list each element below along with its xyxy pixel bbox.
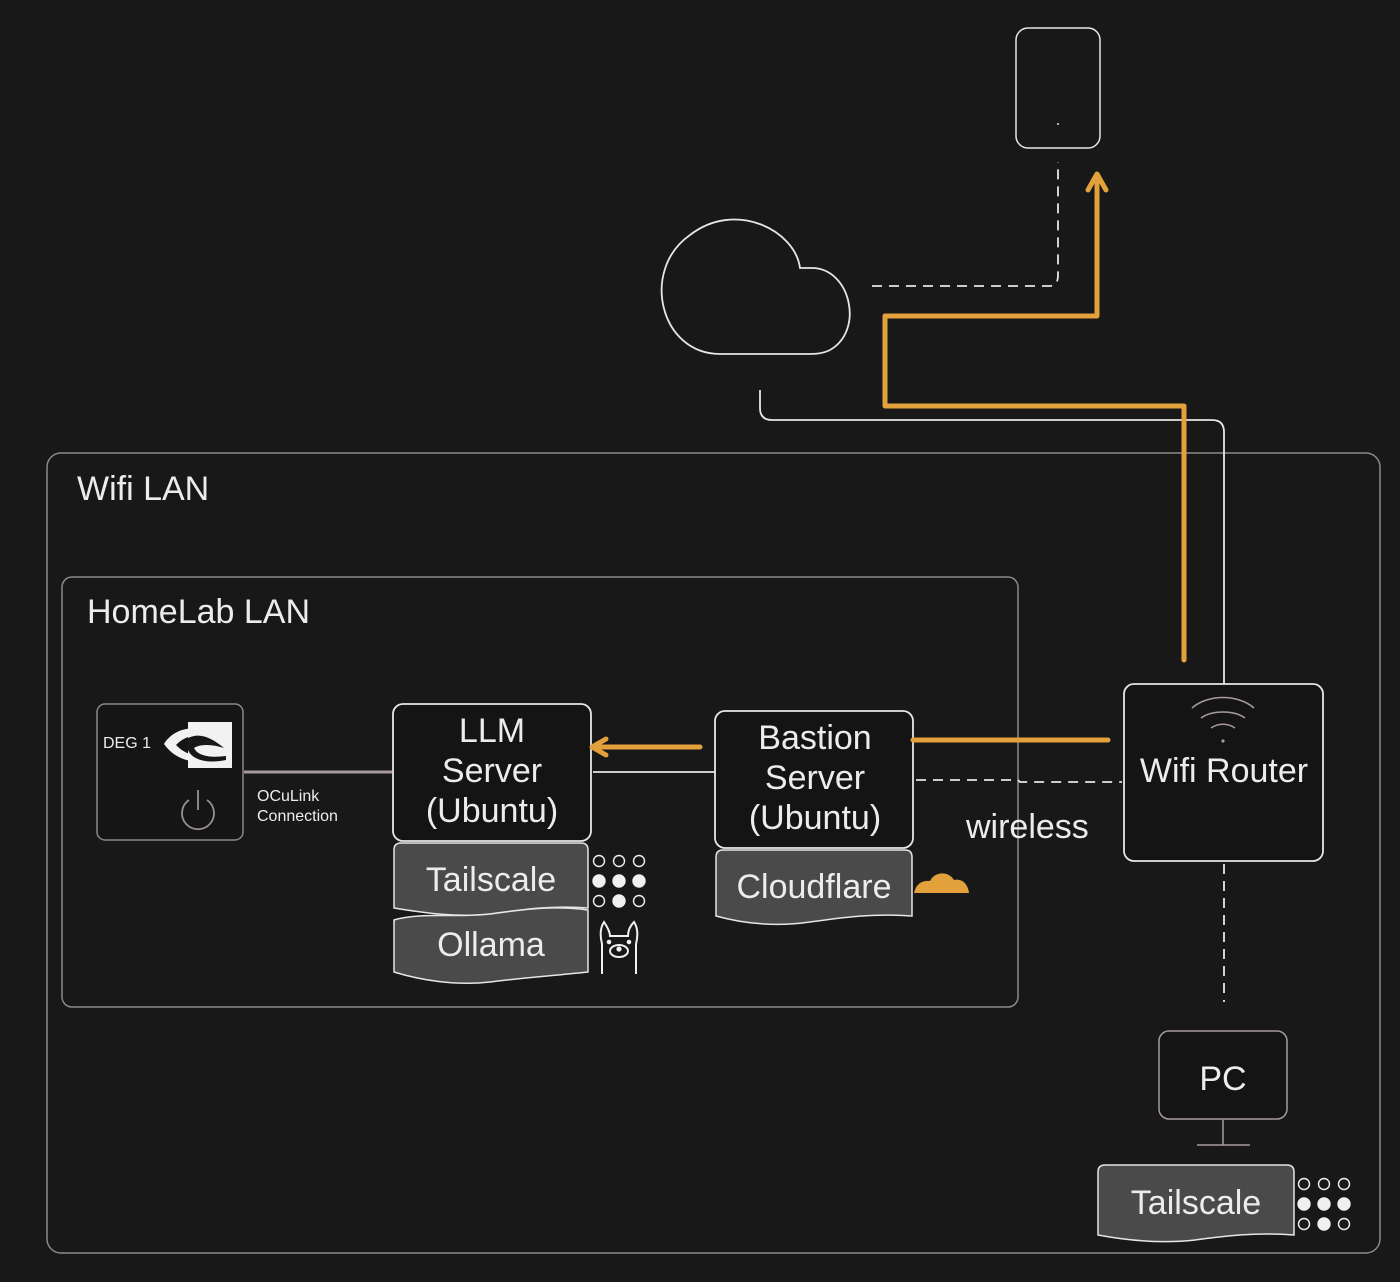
bastion-server-title-1: Bastion	[758, 719, 871, 757]
tailscale-icon	[1297, 1177, 1351, 1231]
egpu-label: DEG 1	[103, 735, 151, 752]
oculink-label-line1: OCuLink	[257, 788, 320, 805]
bastion-server-title-3: (Ubuntu)	[749, 799, 881, 837]
wifi-lan-label: Wifi LAN	[77, 470, 209, 508]
pc-label: PC	[1199, 1060, 1246, 1098]
pc-tailscale-label: Tailscale	[1131, 1184, 1261, 1222]
monitor-stand-icon	[1197, 1120, 1250, 1146]
wifi-router-node[interactable]: Wifi Router	[1123, 683, 1324, 862]
wireless-dashed-link	[916, 779, 1122, 783]
cloud-phone-dashed-link	[872, 162, 1059, 287]
llm-ollama-service[interactable]: Ollama	[393, 907, 589, 985]
llm-tailscale-label: Tailscale	[426, 861, 556, 899]
llm-server-title-3: (Ubuntu)	[426, 792, 558, 830]
cloudflare-label: Cloudflare	[737, 868, 892, 906]
llm-server-title-2: Server	[442, 752, 542, 790]
cloudflare-icon	[914, 873, 969, 893]
wifi-router-label: Wifi Router	[1140, 752, 1308, 790]
pc-tailscale-service[interactable]: Tailscale	[1097, 1164, 1295, 1243]
tunnel-path-to-phone	[882, 177, 1187, 663]
bastion-server-title-2: Server	[765, 759, 865, 797]
nvidia-logo-icon	[164, 722, 232, 768]
wifi-lan-group	[46, 452, 1381, 1254]
phone-node[interactable]	[1015, 27, 1101, 149]
tailscale-icon	[592, 854, 646, 908]
cloud-router-link	[759, 390, 1225, 684]
bastion-server-node[interactable]: Bastion Server (Ubuntu)	[714, 710, 914, 849]
llm-server-title-1: LLM	[459, 712, 525, 750]
homelab-lan-group	[61, 576, 1019, 1008]
wifi-icon	[1191, 696, 1255, 743]
llm-tailscale-service[interactable]: Tailscale	[393, 842, 589, 917]
wireless-label: wireless	[965, 808, 1089, 846]
llm-server-node[interactable]: LLM Server (Ubuntu)	[392, 703, 592, 842]
llm-ollama-label: Ollama	[437, 926, 545, 964]
phone-icon	[1015, 27, 1101, 149]
arrow-left-icon	[589, 736, 609, 758]
llama-icon	[599, 920, 639, 974]
cloud-icon[interactable]	[660, 218, 851, 355]
power-icon	[181, 790, 215, 831]
pc-node[interactable]: PC	[1158, 1030, 1288, 1146]
egpu-node[interactable]: DEG 1	[96, 703, 244, 841]
oculink-label-line2: Connection	[257, 808, 338, 825]
homelab-lan-label: HomeLab LAN	[87, 593, 310, 631]
arrow-up-icon	[1085, 171, 1109, 193]
bastion-cloudflare-service[interactable]: Cloudflare	[715, 849, 913, 926]
